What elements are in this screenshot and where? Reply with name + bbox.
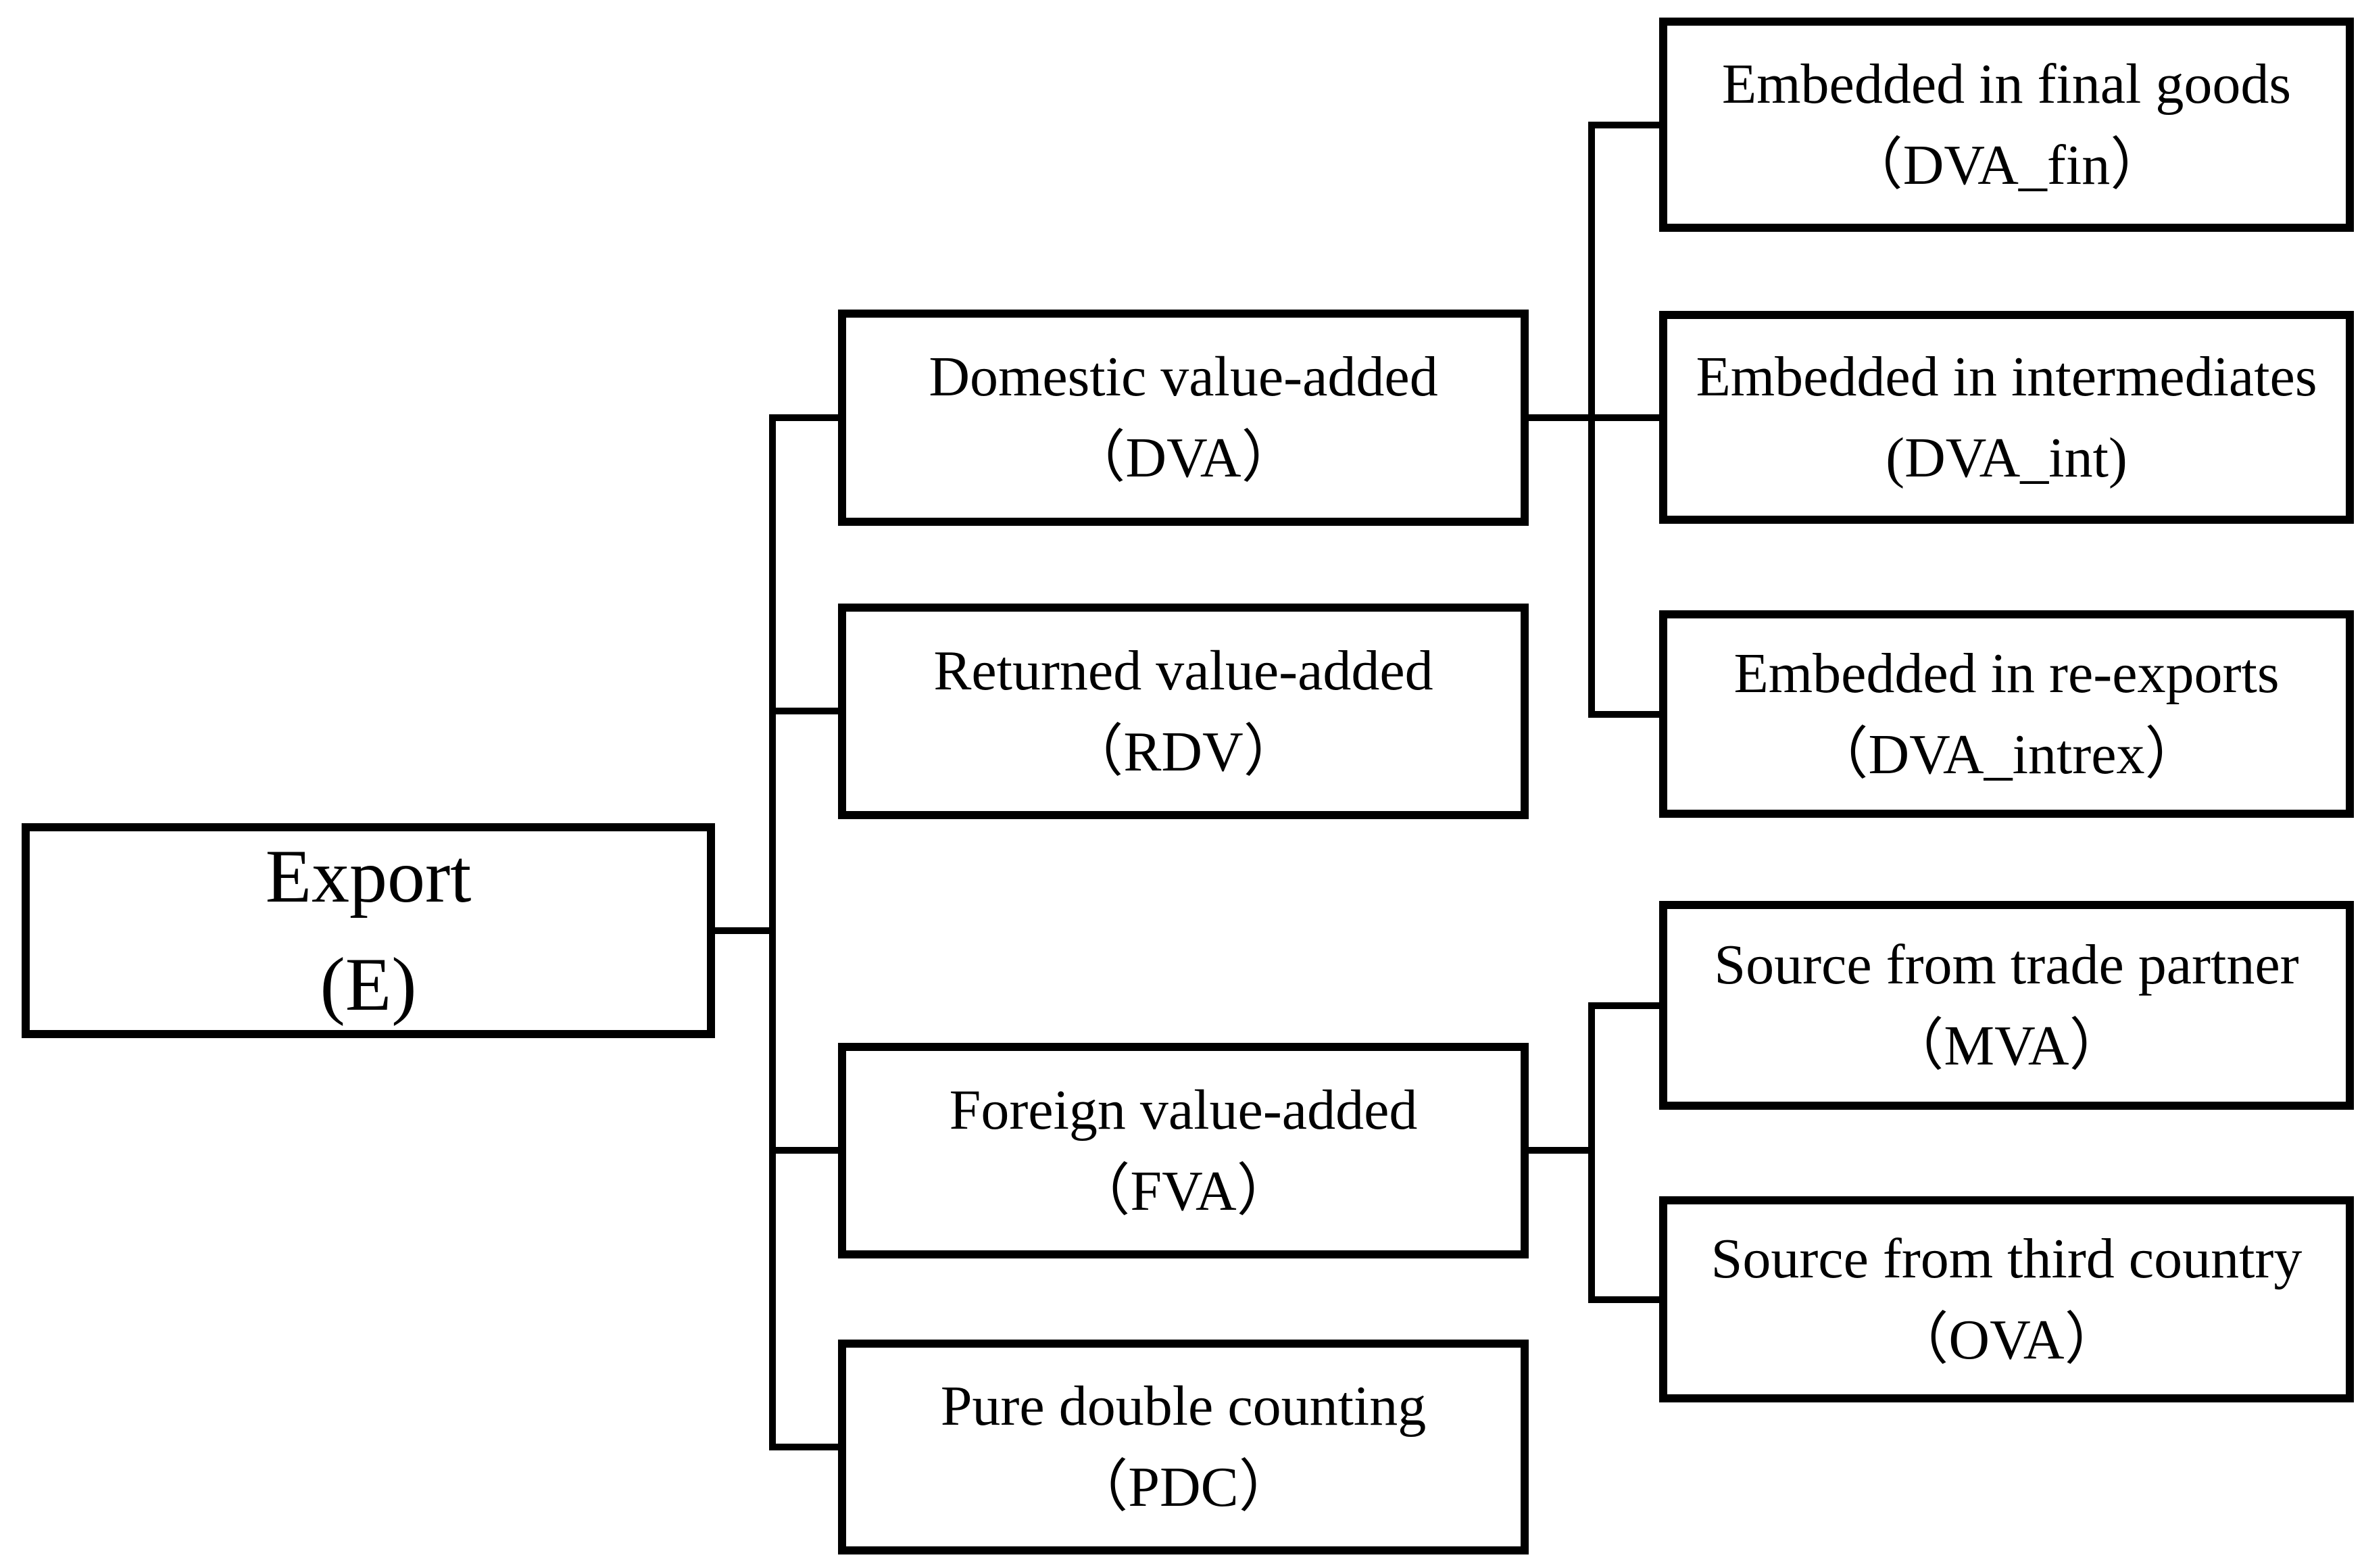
node-ova: Source from third country （OVA） — [1659, 1196, 2354, 1402]
connector-dva-children-trunk — [1588, 122, 1595, 718]
node-dva-fin-label: Embedded in final goods — [1721, 52, 2292, 116]
node-export-label: Export — [265, 835, 472, 918]
connector-dva-intrex-stub — [1588, 711, 1659, 718]
node-dva-abbr: （DVA） — [1068, 426, 1298, 489]
connector-dva-stub — [769, 414, 838, 421]
connector-level1-trunk — [769, 414, 776, 1450]
node-dva-intrex-label: Embedded in re-exports — [1733, 641, 2280, 705]
node-ova-abbr: （OVA） — [1892, 1308, 2121, 1371]
node-dva-intrex-abbr: （DVA_intrex） — [1811, 722, 2202, 786]
node-mva-abbr: （MVA） — [1887, 1014, 2126, 1077]
node-pdc-abbr: （PDC） — [1071, 1456, 1296, 1519]
node-mva: Source from trade partner （MVA） — [1659, 901, 2354, 1110]
connector-fva-stub — [769, 1147, 838, 1154]
node-dva-fin-abbr: （DVA_fin） — [1846, 133, 2167, 197]
node-rdv: Returned value-added （RDV） — [838, 604, 1529, 819]
node-dva: Domestic value-added （DVA） — [838, 310, 1529, 526]
node-dva-intrex: Embedded in re-exports （DVA_intrex） — [1659, 610, 2354, 818]
node-pdc: Pure double counting （PDC） — [838, 1340, 1529, 1554]
connector-fva-out-stub — [1529, 1147, 1595, 1154]
connector-pdc-stub — [769, 1444, 838, 1450]
node-export: Export (E) — [22, 823, 715, 1038]
node-dva-int-label: Embedded in intermediates — [1696, 345, 2317, 408]
connector-ova-stub — [1588, 1296, 1659, 1303]
connector-dva-fin-stub — [1588, 122, 1659, 128]
node-rdv-abbr: （RDV） — [1066, 720, 1300, 783]
node-rdv-label: Returned value-added — [933, 639, 1433, 702]
connector-mva-stub — [1588, 1002, 1659, 1009]
node-fva: Foreign value-added （FVA） — [838, 1043, 1529, 1258]
connector-export-stub — [715, 927, 776, 934]
connector-rdv-stub — [769, 708, 838, 714]
node-dva-label: Domestic value-added — [929, 345, 1438, 408]
node-fva-abbr: （FVA） — [1073, 1159, 1294, 1223]
node-dva-int-abbr: (DVA_int) — [1886, 426, 2127, 489]
node-fva-label: Foreign value-added — [949, 1078, 1418, 1142]
node-ova-label: Source from third country — [1711, 1227, 2303, 1290]
node-pdc-label: Pure double counting — [940, 1375, 1427, 1438]
connector-fva-children-trunk — [1588, 1002, 1595, 1303]
node-export-abbr: (E) — [320, 943, 417, 1027]
node-mva-label: Source from trade partner — [1714, 933, 2299, 996]
node-dva-int: Embedded in intermediates (DVA_int) — [1659, 311, 2354, 524]
node-dva-fin: Embedded in final goods （DVA_fin） — [1659, 18, 2354, 232]
